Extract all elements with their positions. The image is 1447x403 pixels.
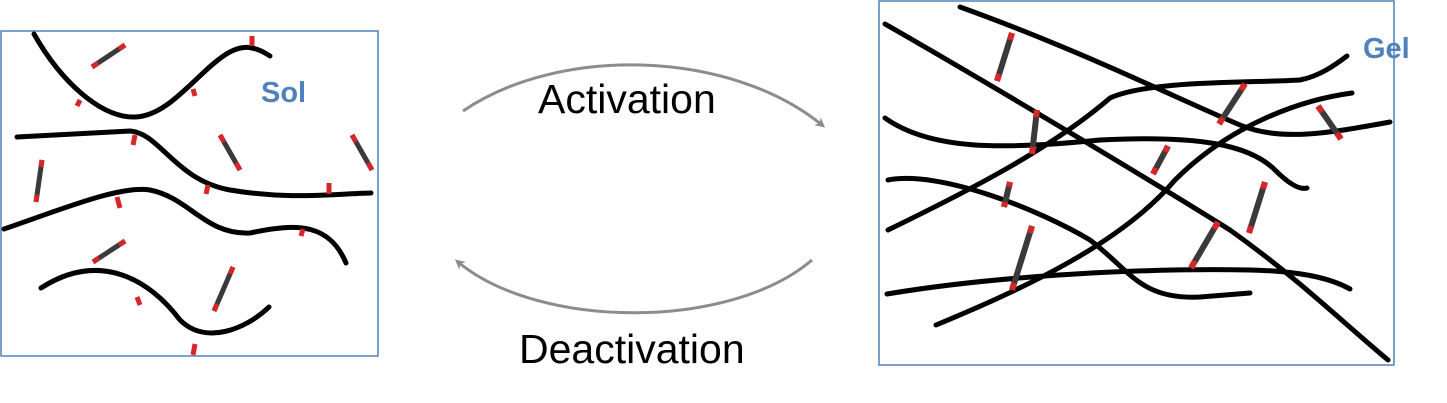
sol-box (0, 30, 379, 357)
gel-crosslinks (994, 32, 1344, 291)
sol-polymer-chains (1, 31, 374, 336)
deactivation-arrow (454, 258, 813, 315)
sol-reactive-sites (74, 36, 332, 356)
gel-panel (878, 0, 1395, 366)
activation-arrow (462, 63, 826, 128)
sol-label: Sol (261, 77, 307, 109)
sol-panel (0, 30, 379, 357)
gel-label: Gel (1363, 33, 1410, 65)
sol-free-crosslinkers (33, 42, 375, 312)
deactivation-label: Deactivation (519, 326, 745, 372)
activation-label: Activation (538, 76, 716, 122)
gel-box (878, 0, 1395, 366)
gel-polymer-network (882, 4, 1393, 363)
